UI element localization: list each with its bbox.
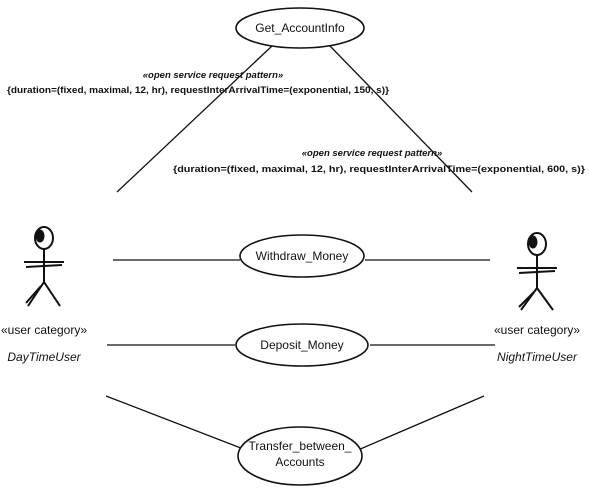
use-case-ellipse [239, 234, 365, 278]
use-case-ellipse [235, 323, 369, 367]
association-night-transfer [357, 395, 485, 451]
use-case-ellipse [237, 426, 363, 486]
use-case-label: Get_AccountInfo [255, 21, 345, 35]
use-case-label: Withdraw_Money [256, 249, 349, 263]
stick-figure-icon [517, 232, 557, 311]
annotation-stereotype: «open service request pattern» [302, 148, 442, 159]
use-case-ellipse [235, 7, 365, 49]
use-case-deposit-money[interactable]: Deposit_Money [235, 323, 369, 367]
actor-day-time-user[interactable]: «user category» DayTimeUser [1, 226, 87, 364]
actor-name: DayTimeUser [7, 350, 81, 364]
actor-stereotype: «user category» [1, 323, 87, 337]
annotation-night-time-user: «open service request pattern» {duration… [173, 148, 585, 175]
actor-night-time-user[interactable]: «user category» NightTimeUser [494, 232, 580, 364]
stick-figure-icon [24, 226, 64, 307]
annotation-tagged-values: {duration=(fixed, maximal, 12, hr), requ… [173, 164, 585, 175]
use-case-label: Deposit_Money [260, 338, 343, 352]
association-day-transfer [105, 395, 247, 451]
association-day-get-account-info [116, 45, 273, 193]
actor-name: NightTimeUser [497, 350, 578, 364]
use-case-transfer-between-accounts[interactable]: Transfer_between_ Accounts [237, 426, 363, 486]
actor-stereotype: «user category» [494, 323, 580, 337]
use-case-get-account-info[interactable]: Get_AccountInfo [235, 7, 365, 49]
association-night-get-account-info [329, 45, 473, 193]
use-case-label-line1: Transfer_between_ [249, 439, 352, 453]
annotation-day-time-user: «open service request pattern» {duration… [7, 70, 389, 96]
annotation-stereotype: «open service request pattern» [143, 70, 283, 81]
use-case-label-line2: Accounts [275, 455, 324, 469]
annotation-tagged-values: {duration=(fixed, maximal, 12, hr), requ… [7, 85, 389, 96]
use-case-withdraw-money[interactable]: Withdraw_Money [239, 234, 365, 278]
